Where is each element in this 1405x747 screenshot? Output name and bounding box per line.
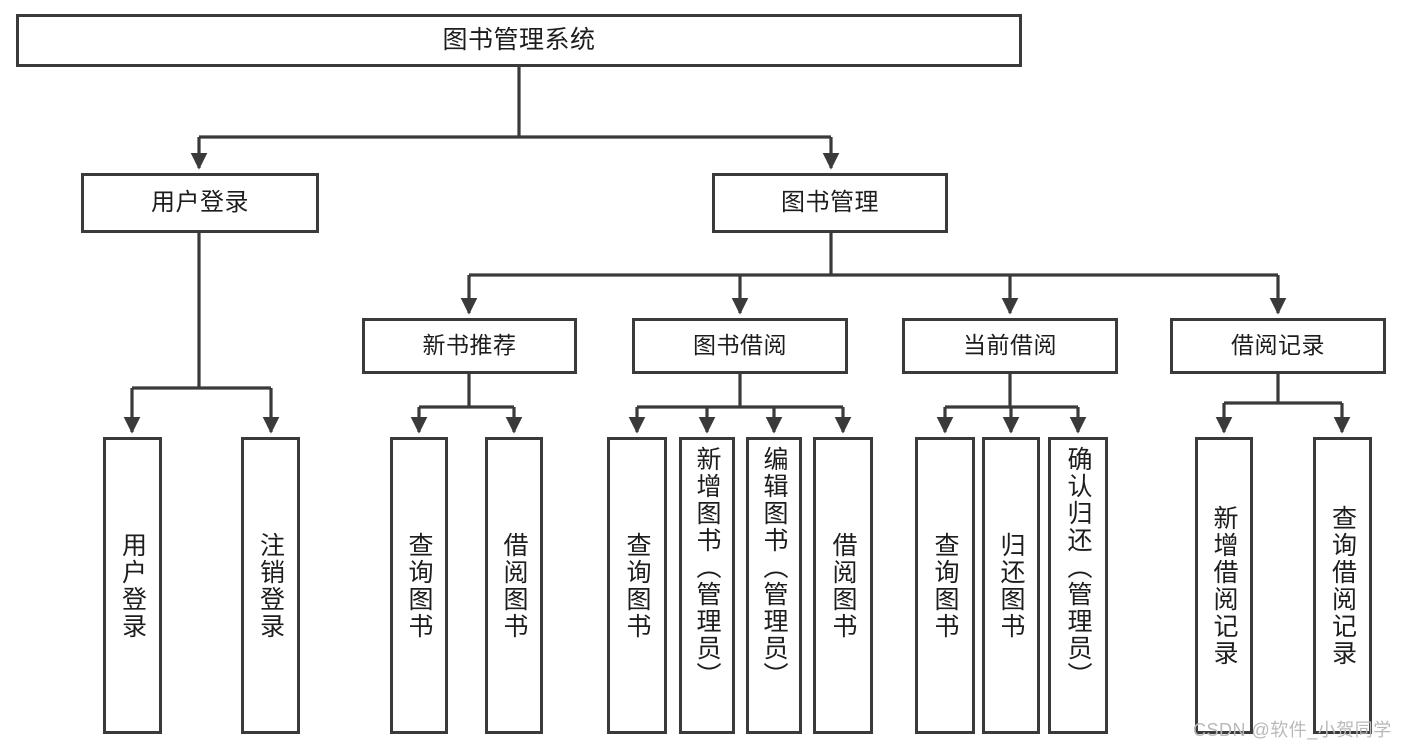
node-new-book-recommend[interactable]: 新书推荐	[362, 318, 577, 374]
leaf-book-borrow-edit-label: 编辑图书（管理员）	[760, 446, 788, 689]
leaf-user-login-signout-label: 注销登录	[256, 531, 285, 640]
leaf-borrow-record-add-label: 新增借阅记录	[1210, 504, 1238, 667]
leaf-book-borrow-query-label: 查询图书	[623, 531, 651, 640]
leaf-new-book-query[interactable]: 查询图书	[390, 437, 448, 734]
leaf-book-borrow-edit[interactable]: 编辑图书（管理员）	[746, 437, 802, 734]
leaf-book-borrow-borrow[interactable]: 借阅图书	[813, 437, 873, 734]
node-borrow-record[interactable]: 借阅记录	[1170, 318, 1386, 374]
leaf-current-borrow-query[interactable]: 查询图书	[915, 437, 975, 734]
leaf-borrow-record-query-label: 查询借阅记录	[1328, 504, 1357, 667]
node-new-book-recommend-label: 新书推荐	[422, 332, 517, 359]
leaf-current-borrow-confirm-label: 确认归还（管理员）	[1064, 446, 1092, 689]
leaf-current-borrow-return-label: 归还图书	[997, 531, 1025, 640]
leaf-book-borrow-add[interactable]: 新增图书（管理员）	[679, 437, 735, 734]
node-book-borrow-label: 图书借阅	[693, 332, 787, 359]
leaf-user-login-signin[interactable]: 用户登录	[103, 437, 162, 734]
leaf-current-borrow-query-label: 查询图书	[931, 531, 959, 640]
leaf-current-borrow-return[interactable]: 归还图书	[982, 437, 1040, 734]
node-borrow-record-label: 借阅记录	[1231, 332, 1325, 359]
leaf-book-borrow-add-label: 新增图书（管理员）	[693, 446, 721, 689]
csdn-watermark: CSDN @软件_小贺同学	[1193, 720, 1392, 740]
leaf-borrow-record-query[interactable]: 查询借阅记录	[1313, 437, 1372, 734]
node-book-borrow[interactable]: 图书借阅	[632, 318, 848, 374]
leaf-new-book-borrow[interactable]: 借阅图书	[485, 437, 543, 734]
leaf-new-book-query-label: 查询图书	[405, 531, 433, 640]
node-book-management-label: 图书管理	[781, 188, 879, 216]
leaf-borrow-record-add[interactable]: 新增借阅记录	[1195, 437, 1253, 734]
node-book-management[interactable]: 图书管理	[712, 173, 948, 233]
node-root-system[interactable]: 图书管理系统	[16, 14, 1022, 67]
leaf-user-login-signin-label: 用户登录	[118, 531, 147, 640]
node-user-login-label: 用户登录	[151, 188, 249, 216]
leaf-current-borrow-confirm[interactable]: 确认归还（管理员）	[1048, 437, 1108, 734]
node-root-system-label: 图书管理系统	[442, 25, 596, 54]
leaf-book-borrow-borrow-label: 借阅图书	[829, 531, 857, 640]
leaf-user-login-signout[interactable]: 注销登录	[241, 437, 300, 734]
leaf-new-book-borrow-label: 借阅图书	[500, 531, 528, 640]
node-current-borrow-label: 当前借阅	[963, 332, 1057, 359]
node-user-login[interactable]: 用户登录	[81, 173, 319, 233]
node-current-borrow[interactable]: 当前借阅	[902, 318, 1118, 374]
leaf-book-borrow-query[interactable]: 查询图书	[607, 437, 667, 734]
